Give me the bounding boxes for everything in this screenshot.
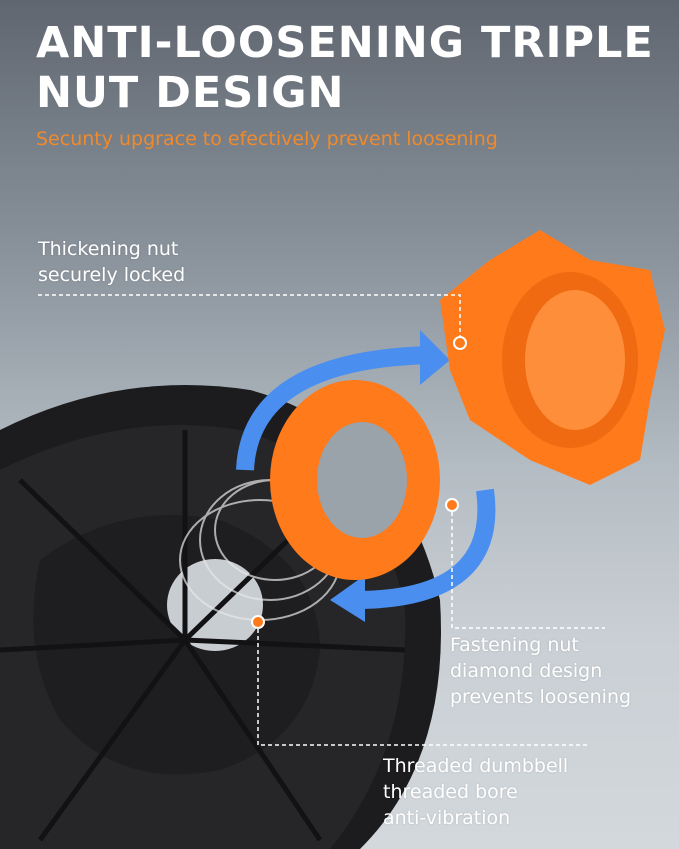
callout-dots [251,336,467,629]
callout-line: Threaded dumbbell [383,755,569,777]
rotation-arrow-bottom [330,488,496,622]
page-title: ANTI-LOOSENING TRIPLE NUT DESIGN [36,18,654,118]
callout-line: Fastening nut [450,634,579,656]
callout-line: Thickening nut [38,238,179,260]
subtitle: Secunty upgrace to efectively prevent lo… [36,128,498,150]
callout-line: prevents loosening [450,686,632,708]
thickening-nut [440,230,665,485]
callout-fastening-nut: Fastening nut diamond design prevents lo… [450,632,631,710]
callout-line: threaded bore [383,781,518,803]
rotation-arrow-top [236,330,450,471]
fastening-nut [270,380,440,580]
title-line-1: ANTI-LOOSENING TRIPLE [36,18,654,68]
callout-line: anti-vibration [383,807,511,829]
callout-threaded-bore: Threaded dumbbell threaded bore anti-vib… [383,753,568,831]
leader-lines [38,294,605,746]
callout-thickening-nut: Thickening nut securely locked [38,236,185,288]
callout-line: diamond design [450,660,603,682]
callout-line: securely locked [38,264,186,286]
title-line-2: NUT DESIGN [36,68,345,118]
